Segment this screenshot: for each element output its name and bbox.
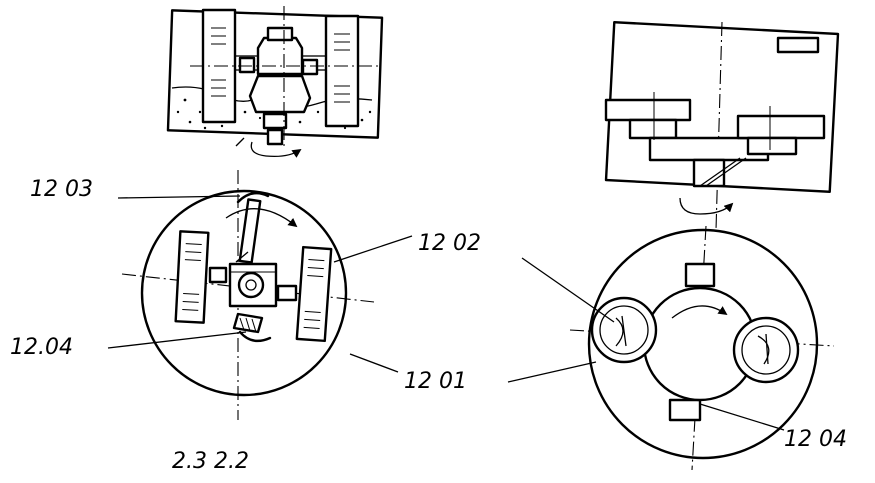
label-12-04-right: 12 04	[784, 427, 847, 452]
label-12-03: 12 03	[30, 177, 93, 202]
left-side-view	[166, 6, 384, 158]
right-side-view	[604, 21, 840, 231]
right-plan-view	[507, 225, 835, 471]
left-plan-view	[107, 170, 413, 420]
label-12-04-left: 12.04	[10, 335, 73, 360]
label-12-02: 12 02	[418, 231, 481, 256]
figure-caption: 2.3 2.2	[172, 449, 249, 474]
label-12-01: 12 01	[404, 369, 467, 394]
